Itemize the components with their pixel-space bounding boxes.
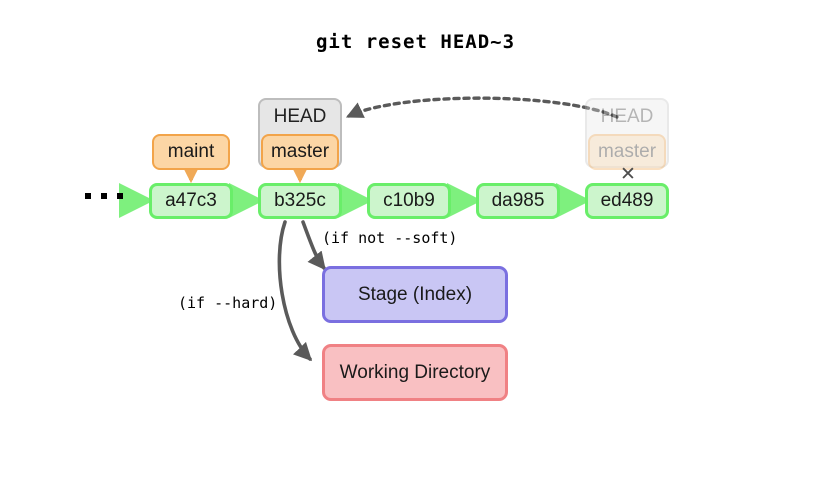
head-label: HEAD — [600, 106, 654, 127]
commit-node-a47c3[interactable]: a47c3 — [149, 183, 233, 219]
commit-label: b325c — [274, 190, 326, 211]
commit-node-c10b9[interactable]: c10b9 — [367, 183, 451, 219]
commit-node-da985[interactable]: da985 — [476, 183, 560, 219]
stage-index-label: Stage (Index) — [357, 283, 473, 305]
commit-node-b325c[interactable]: b325c — [258, 183, 342, 219]
ellipsis-dot — [101, 193, 107, 199]
diagram-title: git reset HEAD~3 — [315, 31, 516, 53]
head-ref-previous: HEAD — [585, 98, 669, 168]
branch-label: maint — [167, 141, 215, 162]
annotation-if-not-soft: (if not --soft) — [322, 229, 458, 247]
annotation-if-hard: (if --hard) — [178, 294, 278, 312]
branch-ref-maint[interactable]: maint — [152, 134, 230, 170]
branch-label: master — [270, 141, 330, 162]
head-label: HEAD — [273, 106, 327, 127]
stage-index-box[interactable]: Stage (Index) — [322, 266, 508, 323]
arrow-to-working-directory — [277, 220, 312, 362]
discarded-ref-x-icon: ✕ — [620, 163, 636, 185]
commit-label: ed489 — [600, 190, 654, 211]
older-history-ellipsis — [85, 193, 123, 199]
branch-ref-master-current[interactable]: master — [261, 134, 339, 170]
head-move-arrow — [345, 96, 619, 119]
branch-ref-master-previous: master — [588, 134, 666, 170]
commit-label: a47c3 — [165, 190, 217, 211]
ref-pointers — [181, 163, 310, 184]
commit-node-ed489[interactable]: ed489 — [585, 183, 669, 219]
ellipsis-dot — [117, 193, 123, 199]
commit-label: c10b9 — [383, 190, 435, 211]
branch-label: master — [597, 141, 657, 162]
working-directory-box[interactable]: Working Directory — [322, 344, 508, 401]
working-directory-label: Working Directory — [339, 361, 491, 383]
commit-label: da985 — [491, 190, 545, 211]
ellipsis-dot — [85, 193, 91, 199]
arrow-to-stage-index — [301, 220, 326, 271]
